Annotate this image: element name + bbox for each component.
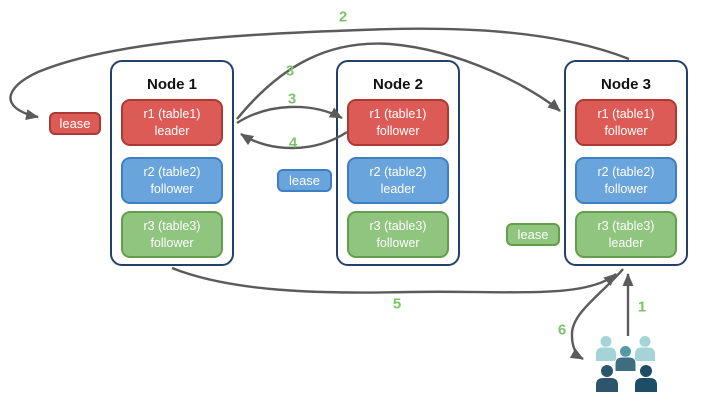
step-label-2: 2 bbox=[338, 8, 348, 26]
lease-label-red: lease bbox=[49, 112, 101, 135]
lease-label-blue: lease bbox=[277, 169, 332, 192]
node3-replica-r2: r2 (table2) follower bbox=[575, 157, 677, 204]
node-1-box: Node 1 r1 (table1) leader r2 (table2) fo… bbox=[110, 60, 234, 266]
replica-role: leader bbox=[380, 181, 416, 196]
step-label-3a: 3 bbox=[285, 62, 295, 80]
step-label-4: 4 bbox=[288, 134, 298, 152]
arrow-6-node3-to-users bbox=[569, 268, 624, 361]
replica-name: r2 (table2) bbox=[143, 165, 201, 180]
node2-replica-r2: r2 (table2) leader bbox=[347, 157, 449, 204]
users-group-icon bbox=[595, 335, 658, 393]
arrow-5-node1-to-node3 bbox=[171, 266, 617, 294]
arrow-3-leader-to-node2 bbox=[236, 105, 343, 125]
step-label-1: 1 bbox=[637, 298, 647, 316]
replica-name: r3 (table3) bbox=[369, 219, 427, 234]
node3-replica-r1: r1 (table1) follower bbox=[575, 99, 677, 146]
node-2-box: Node 2 r1 (table1) follower r2 (table2) … bbox=[336, 60, 460, 266]
node1-replica-r1: r1 (table1) leader bbox=[121, 99, 223, 146]
replica-name: r2 (table2) bbox=[597, 165, 655, 180]
replica-name: r1 (table1) bbox=[369, 107, 427, 122]
replica-name: r2 (table2) bbox=[369, 165, 427, 180]
replica-role: follower bbox=[150, 235, 194, 250]
node1-replica-r2: r2 (table2) follower bbox=[121, 157, 223, 204]
node3-replica-r3: r3 (table3) leader bbox=[575, 211, 677, 258]
node-3-box: Node 3 r1 (table1) follower r2 (table2) … bbox=[564, 60, 688, 266]
node-2-title: Node 2 bbox=[372, 76, 423, 93]
node2-replica-r1: r1 (table1) follower bbox=[347, 99, 449, 146]
replica-name: r3 (table3) bbox=[143, 219, 201, 234]
replica-role: follower bbox=[150, 181, 194, 196]
replica-role: follower bbox=[376, 123, 420, 138]
replica-name: r1 (table1) bbox=[597, 107, 655, 122]
arrow-2-node3-to-lease bbox=[9, 27, 630, 121]
replica-role: follower bbox=[604, 181, 648, 196]
step-label-3b: 3 bbox=[287, 90, 297, 108]
replica-name: r3 (table3) bbox=[597, 219, 655, 234]
replica-role: follower bbox=[376, 235, 420, 250]
replica-role: leader bbox=[154, 123, 190, 138]
node1-replica-r3: r3 (table3) follower bbox=[121, 211, 223, 258]
step-label-5: 5 bbox=[392, 295, 402, 313]
node-3-title: Node 3 bbox=[600, 76, 651, 93]
replica-role: follower bbox=[604, 123, 648, 138]
replica-name: r1 (table1) bbox=[143, 107, 201, 122]
lease-label-green: lease bbox=[506, 223, 560, 246]
step-label-6: 6 bbox=[557, 321, 567, 339]
node2-replica-r3: r3 (table3) follower bbox=[347, 211, 449, 258]
node-1-title: Node 1 bbox=[146, 76, 197, 93]
replica-role: leader bbox=[608, 235, 644, 250]
